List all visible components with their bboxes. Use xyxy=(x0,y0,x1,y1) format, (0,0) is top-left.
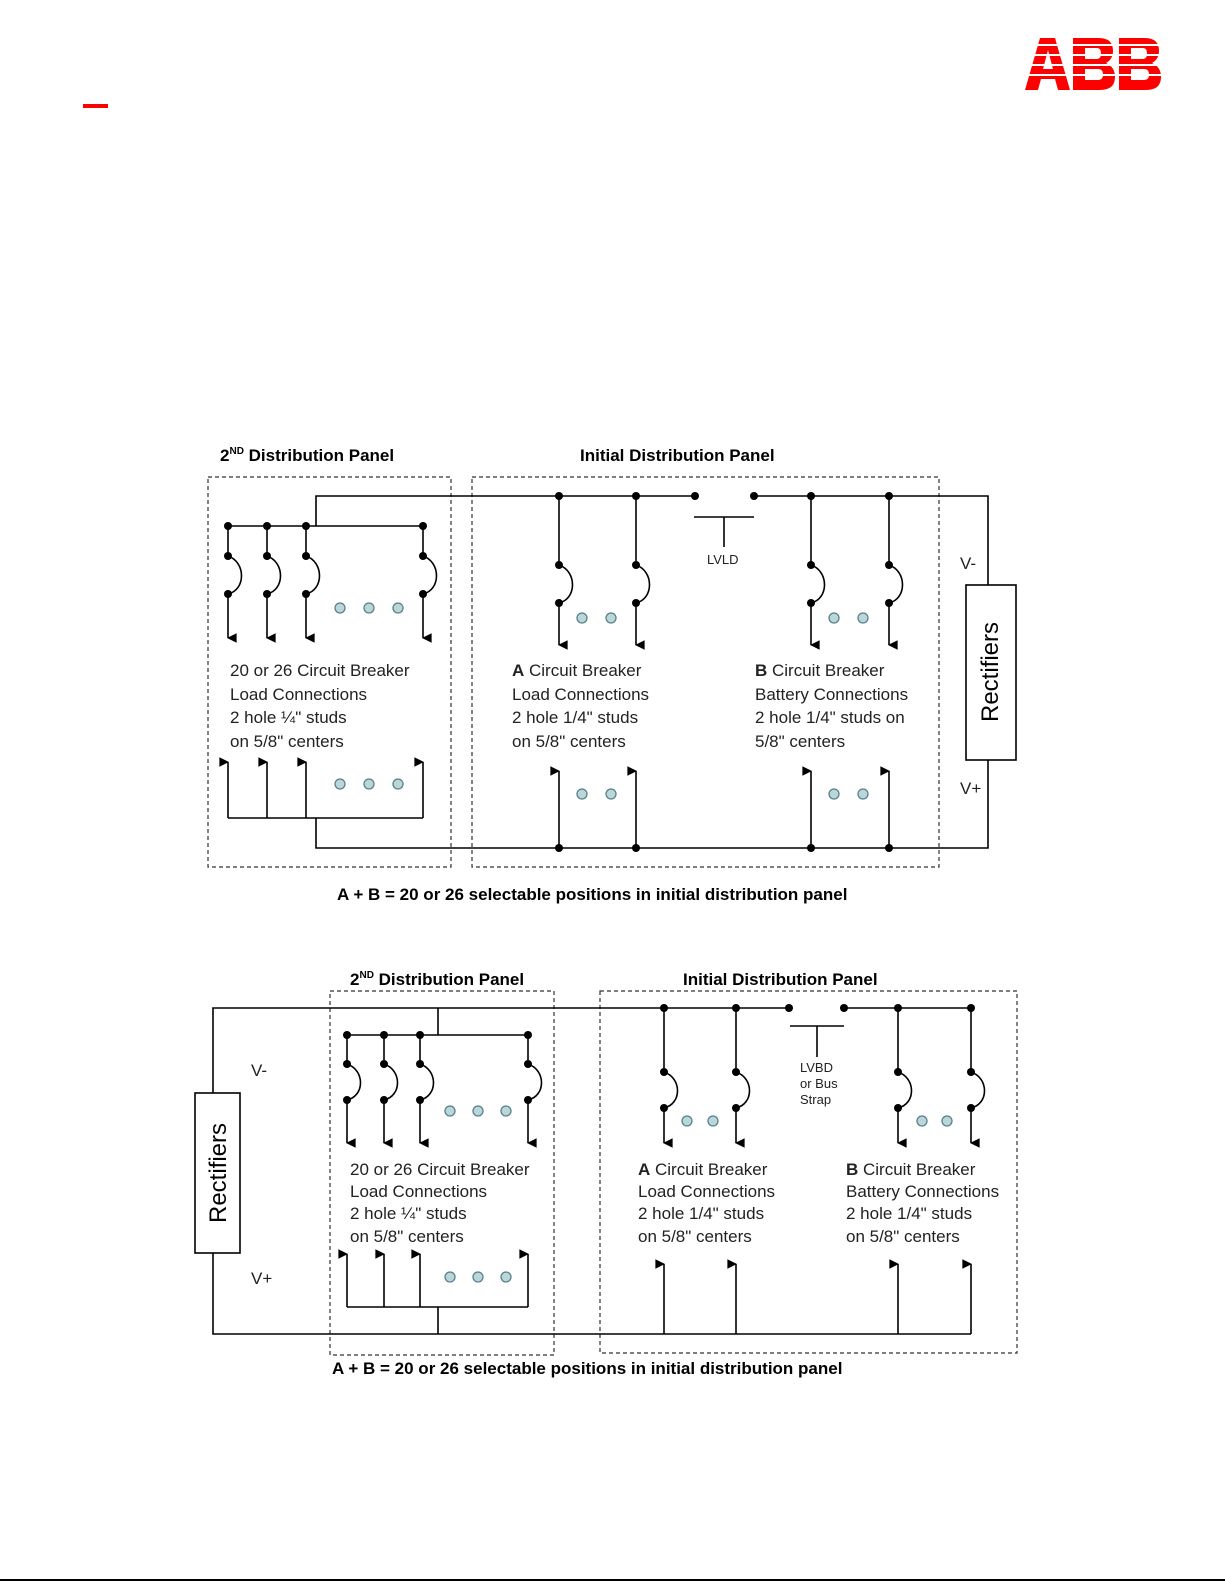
top-vplus-label: V+ xyxy=(960,779,981,798)
bottom-a-breakers xyxy=(660,1004,751,1148)
bottom-rectifiers-box xyxy=(194,1092,241,1254)
top-vminus-label: V- xyxy=(960,554,976,573)
top-panel2-text: 20 or 26 Circuit Breaker Load Connection… xyxy=(230,661,414,751)
top-panel2-title: 2ND Distribution Panel xyxy=(220,446,394,465)
bottom-initial-returns xyxy=(655,1259,972,1334)
bottom-caption: A + B = 20 or 26 selectable positions in… xyxy=(332,1359,842,1378)
bottom-diagram: 2ND Distribution Panel Initial Distribut… xyxy=(194,970,1018,1378)
top-b-text: B Circuit Breaker Battery Connections 2 … xyxy=(755,661,913,751)
top-a-text: A Circuit Breaker Load Connections 2 hol… xyxy=(512,661,654,751)
bottom-positive-bus xyxy=(212,1253,971,1335)
bottom-panel2-box xyxy=(329,990,555,1356)
bottom-rectifiers-label: Rectifiers xyxy=(205,1123,232,1223)
top-positive-bus xyxy=(315,760,989,849)
top-initial-box xyxy=(471,476,940,868)
bottom-a-text: A Circuit Breaker Load Connections 2 hol… xyxy=(638,1160,780,1246)
top-a-breakers xyxy=(555,492,651,650)
top-initial-returns xyxy=(550,766,893,852)
bottom-b-breakers xyxy=(894,1004,986,1148)
bottom-lvbd-label: LVBD or Bus Strap xyxy=(800,1060,841,1107)
bottom-vplus-label: V+ xyxy=(251,1269,272,1288)
top-lvld-label: LVLD xyxy=(707,552,739,567)
top-negative-bus xyxy=(315,495,695,526)
bottom-panel2-breakers xyxy=(343,1031,543,1148)
abb-logo xyxy=(1025,38,1161,90)
accent-dash xyxy=(83,104,108,108)
bottom-negative-bus xyxy=(212,1007,789,1093)
top-panel2-box xyxy=(207,476,452,868)
top-caption: A + B = 20 or 26 selectable positions in… xyxy=(337,885,847,904)
top-rectifiers-box xyxy=(965,584,1017,761)
top-initial-title: Initial Distribution Panel xyxy=(580,446,775,465)
bottom-vminus-label: V- xyxy=(251,1061,267,1080)
top-diagram: 2ND Distribution Panel Initial Distribut… xyxy=(207,446,1017,904)
bottom-initial-box xyxy=(599,990,1018,1354)
top-rectifiers-label: Rectifiers xyxy=(977,622,1004,722)
bottom-panel2-text: 20 or 26 Circuit Breaker Load Connection… xyxy=(350,1160,534,1246)
top-panel2-breakers xyxy=(224,522,438,643)
bottom-initial-title: Initial Distribution Panel xyxy=(683,970,878,989)
bottom-b-text: B Circuit Breaker Battery Connections 2 … xyxy=(846,1160,1004,1246)
top-b-breakers xyxy=(807,492,904,650)
bottom-panel2-title: 2ND Distribution Panel xyxy=(350,970,524,989)
bottom-panel2-returns xyxy=(338,1249,529,1307)
page-bottom-rule xyxy=(0,1579,1225,1581)
top-panel2-returns xyxy=(219,757,424,818)
